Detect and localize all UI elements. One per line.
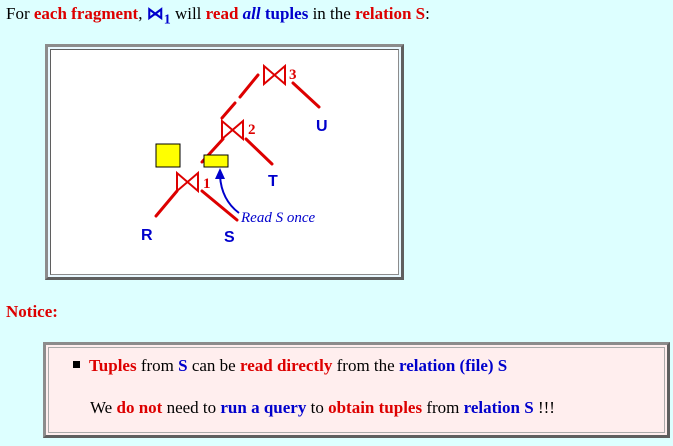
yellow-bar-marker — [203, 154, 229, 168]
leaf-t: T — [268, 173, 278, 190]
intro-relation-s: relation S — [355, 4, 426, 23]
notice-box: Tuples from S can be read directly from … — [43, 342, 670, 438]
notice-text: !!! — [533, 398, 555, 417]
intro-all: all — [242, 4, 261, 23]
join-node-3-label: 3 — [289, 67, 297, 83]
bullet-icon — [73, 361, 80, 368]
intro-text: , — [138, 4, 147, 23]
join-node-1 — [176, 170, 199, 194]
notice-relation-file-s: relation (file) S — [398, 356, 508, 375]
edge-join3-u — [291, 81, 321, 109]
join-symbol: ⋈1 — [146, 4, 171, 27]
bowtie-icon — [263, 63, 286, 87]
notice-relation-s: relation S — [463, 398, 534, 417]
notice-run-a-query: run a query — [220, 398, 307, 417]
notice-title: Notice: — [6, 302, 58, 321]
notice-tuples: Tuples — [89, 356, 137, 375]
join-tree-diagram: 3 2 1 U T R S Read S once — [141, 63, 328, 246]
leaf-r: R — [141, 227, 153, 244]
edge-join1-r — [154, 189, 179, 218]
notice-bullet-line: Tuples from S can be read directly from … — [73, 356, 507, 376]
intro-text: will — [170, 4, 206, 23]
join-node-2-label: 2 — [248, 122, 256, 138]
notice-do-not: do not — [116, 398, 163, 417]
intro-each-fragment: each fragment — [33, 4, 139, 23]
join-node-3 — [263, 63, 286, 87]
bowtie-icon — [176, 170, 199, 194]
intro-text: in the — [308, 4, 356, 23]
notice-text: from the — [332, 356, 399, 375]
notice-obtain-tuples: obtain tuples — [328, 398, 423, 417]
leaf-s: S — [224, 229, 235, 246]
join-subscript: 1 — [163, 12, 171, 28]
bowtie-icon — [221, 118, 244, 142]
notice-text: need to — [162, 398, 221, 417]
join-node-1-label: 1 — [203, 176, 211, 192]
tree-edges — [154, 73, 321, 222]
intro-sentence: For each fragment, ⋈1 will read all tupl… — [6, 4, 430, 28]
notice-second-line: We do not need to run a query to obtain … — [90, 398, 555, 418]
intro-text: : — [425, 4, 430, 23]
intro-tuples: tuples — [264, 4, 309, 23]
annotation-arrow — [219, 175, 240, 214]
leaf-u: U — [316, 118, 328, 135]
edge-join2-t — [244, 137, 274, 166]
yellow-square-marker — [155, 143, 181, 168]
intro-read: read — [205, 4, 239, 23]
notice-text: We — [90, 398, 117, 417]
notice-text: from — [422, 398, 464, 417]
notice-text: can be — [187, 356, 240, 375]
notice-inner: Tuples from S can be read directly from … — [48, 347, 665, 433]
edge-join1-s — [200, 189, 239, 222]
notice-text: from — [136, 356, 179, 375]
intro-text: For — [6, 4, 34, 23]
notice-text: to — [306, 398, 329, 417]
join-glyph: ⋈ — [146, 4, 164, 23]
join-node-2 — [221, 118, 244, 142]
arrow-head-icon — [215, 168, 225, 179]
edge-join3-join2-a — [238, 73, 260, 99]
diagram-frame: 3 2 1 U T R S Read S once — [45, 44, 404, 280]
notice-read-directly: read directly — [239, 356, 333, 375]
read-once-annotation: Read S once — [240, 210, 315, 226]
notice-s: S — [178, 356, 188, 375]
edge-join3-join2-b — [220, 101, 237, 120]
diagram-canvas: 3 2 1 U T R S Read S once — [50, 49, 399, 275]
